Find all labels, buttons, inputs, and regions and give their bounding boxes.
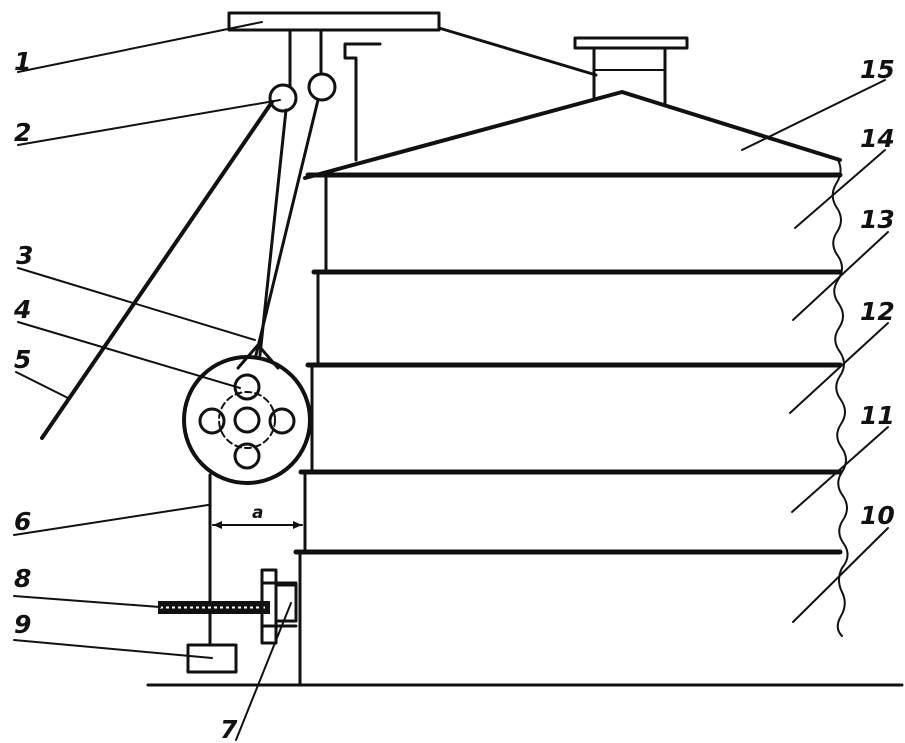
leader-11 [791, 426, 889, 513]
callout-5: 5 [14, 345, 31, 374]
vent-cap [573, 36, 689, 50]
leader-5 [15, 371, 69, 399]
pull-cable [40, 100, 274, 440]
drum-hole-left [198, 407, 226, 435]
drum-hole-right [268, 407, 296, 435]
callout-4: 4 [13, 295, 31, 324]
dimension-arrow-left [213, 521, 222, 529]
callout-14: 14 [860, 124, 895, 153]
callout-2: 2 [14, 118, 31, 147]
leader-8 [13, 595, 161, 608]
leader-10 [792, 527, 889, 623]
callout-6: 6 [14, 507, 31, 536]
callout-8: 8 [14, 564, 31, 593]
callout-3: 3 [16, 241, 33, 270]
dimension-label: a [252, 503, 263, 523]
pulley-left [268, 83, 298, 113]
drum [182, 355, 312, 485]
belt-10 [298, 550, 839, 686]
drum-cable-b [254, 98, 320, 357]
break-line [831, 159, 849, 637]
roof [303, 90, 842, 180]
pulley-right [307, 72, 337, 102]
dimension-arrow-right [293, 521, 302, 529]
plumb-weight [186, 643, 238, 674]
hook-pipe [343, 42, 382, 162]
leader-14 [794, 149, 886, 229]
drum-hole-center [233, 406, 261, 434]
callout-15: 15 [860, 55, 895, 84]
callout-11: 11 [860, 401, 895, 430]
drum-hole-bottom [233, 442, 261, 470]
drum-center-ring [218, 391, 276, 449]
leader-6 [13, 504, 209, 536]
bracket-plate [274, 583, 298, 623]
leader-4 [17, 321, 241, 389]
callout-7: 7 [220, 715, 238, 743]
leader-3 [17, 267, 256, 341]
leader-7 [235, 602, 292, 741]
callout-13: 13 [860, 205, 895, 234]
leader-12 [789, 322, 889, 414]
beam [227, 11, 441, 32]
callout-10: 10 [860, 501, 895, 530]
callout-12: 12 [860, 297, 895, 326]
stay-cable [437, 26, 598, 77]
leader-1 [17, 21, 263, 73]
callout-9: 9 [14, 610, 31, 639]
leader-9 [13, 639, 213, 659]
callout-1: 1 [14, 47, 31, 76]
drum-cable-a [258, 108, 288, 357]
leader-2 [17, 99, 281, 146]
leader-13 [792, 231, 889, 321]
leader-15 [741, 79, 886, 151]
